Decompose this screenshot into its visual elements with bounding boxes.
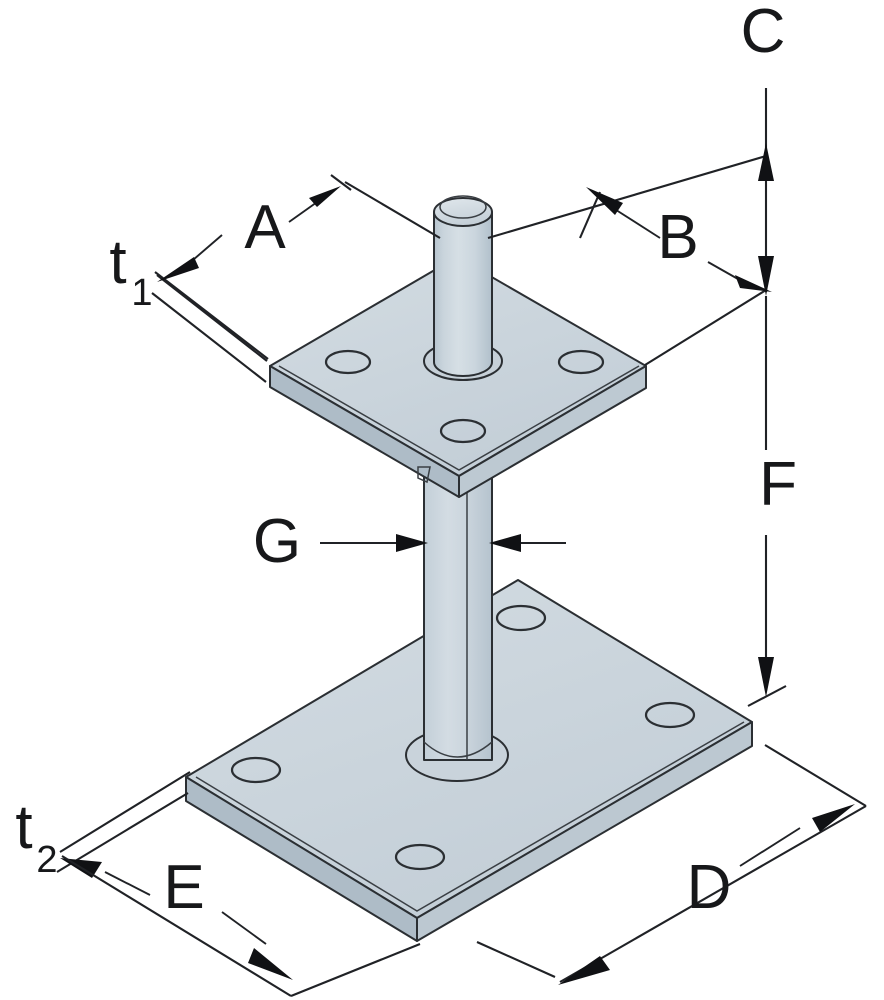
top-plate-hole-right xyxy=(557,349,605,375)
shaft-body xyxy=(423,474,493,761)
dimension-D: D xyxy=(476,744,867,985)
dimension-B-label: B xyxy=(657,203,698,272)
dimension-C-arrowhead-down xyxy=(758,256,774,296)
dimension-t2-lower-extension xyxy=(56,792,189,873)
dimension-t2-upper-extension xyxy=(59,771,191,853)
dimension-B-upper-leader xyxy=(487,154,767,240)
round-pin xyxy=(423,195,503,381)
dimension-t1-label: t xyxy=(109,228,126,297)
top-plate-front-right-face xyxy=(458,365,647,498)
dimension-D-extension-line xyxy=(764,744,867,807)
pin-body xyxy=(433,211,493,377)
dimension-C-arrowhead-up xyxy=(758,143,774,181)
dimension-D-arrow-shaft-upper xyxy=(739,827,801,867)
dimension-G-label: G xyxy=(253,507,301,576)
top-plate-edge-highlight xyxy=(278,365,640,471)
dimension-t1-subscript: 1 xyxy=(131,272,152,314)
dimension-C-label: C xyxy=(741,0,786,66)
top-plate-hole-front xyxy=(439,418,487,444)
dimension-E-extension-line xyxy=(61,855,292,997)
dimension-E-arrowhead xyxy=(248,948,293,980)
dimension-B-arrowhead-upper xyxy=(586,187,623,215)
dimension-t1-lower-extension xyxy=(151,292,267,383)
dimension-t1-arrowhead xyxy=(157,257,199,282)
shaft-base-curve xyxy=(423,741,493,758)
dimension-E: E xyxy=(61,853,421,997)
base-plate-hole-right xyxy=(644,701,696,729)
dimension-t1-upper-extension xyxy=(154,271,269,360)
pin-top-inner-lip xyxy=(439,195,487,219)
top-plate-hole-left xyxy=(324,349,372,375)
base-plate-hole-left xyxy=(230,756,282,784)
dimension-B-tick xyxy=(579,191,601,239)
dimension-t2-subscript: 2 xyxy=(36,839,57,881)
dimension-B-arrowhead-lower xyxy=(735,275,772,292)
dimension-t2: t 2 xyxy=(15,771,191,896)
base-plate-hole-back xyxy=(495,604,547,632)
dimension-F-arrowhead-down xyxy=(758,657,774,697)
dimension-G-arrowhead-right xyxy=(489,534,521,552)
base-plate-hole-front xyxy=(394,843,446,871)
dimension-D-lower-stub xyxy=(476,941,556,978)
base-plate-front-right-face xyxy=(416,721,753,942)
dimension-F: F xyxy=(747,296,797,707)
dimension-A-arrowhead xyxy=(309,186,341,207)
dimension-E-leader-line xyxy=(290,943,421,997)
dimension-E-arrow-shaft xyxy=(221,911,267,945)
dimension-C: C xyxy=(741,0,786,296)
dimension-t2-arrow-shaft xyxy=(104,871,151,896)
dimension-t2-label: t xyxy=(15,793,32,862)
dimension-D-label: D xyxy=(687,853,732,922)
dimension-B-lower-leader xyxy=(644,289,767,366)
dimension-B: B xyxy=(487,154,772,366)
dimension-F-bottom-tick xyxy=(747,685,787,707)
dimension-A-extension-line xyxy=(156,274,268,362)
dimension-A: A xyxy=(156,174,441,362)
dimension-B-arrow-shaft-upper xyxy=(612,207,661,239)
shaft-weld-tab xyxy=(417,466,431,484)
base-plate-edge-highlight xyxy=(195,721,745,912)
dimension-F-label: F xyxy=(759,450,797,519)
center-shaft xyxy=(423,474,493,761)
pin-top-face xyxy=(433,197,493,227)
dimension-E-label: E xyxy=(163,853,204,922)
dimension-D-arrowhead-lower xyxy=(558,956,610,985)
dimension-G: G xyxy=(253,507,566,576)
dimension-A-label: A xyxy=(244,193,286,262)
dimension-t1: t 1 xyxy=(109,228,269,383)
dimension-A-tick xyxy=(330,174,352,191)
dimension-G-arrowhead-left xyxy=(396,534,428,552)
dimension-D-leader-line xyxy=(559,805,867,983)
dimension-A-leader-line xyxy=(344,181,441,239)
dimension-D-arrowhead-upper xyxy=(812,804,855,832)
